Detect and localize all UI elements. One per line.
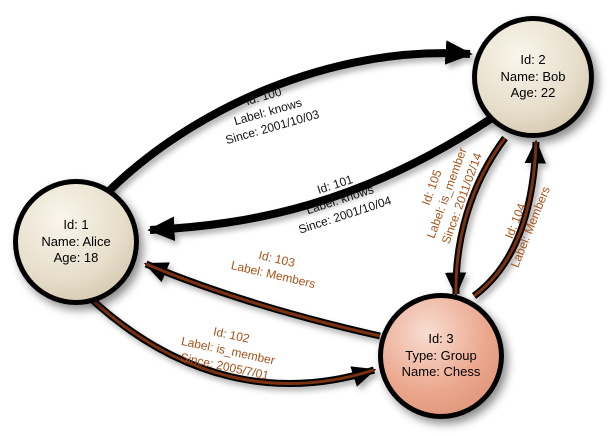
node-bob-id: Id: 2 bbox=[520, 51, 546, 67]
node-alice-age: Age: 18 bbox=[53, 250, 99, 266]
node-alice-name: Name: Alice bbox=[41, 233, 111, 249]
edge-100-knows bbox=[103, 40, 473, 197]
edge-103-members bbox=[145, 262, 381, 338]
edge-101-knows bbox=[147, 114, 495, 241]
node-group: Id: 3 Type: Group Name: Chess bbox=[378, 293, 504, 419]
edge-102-is-member bbox=[86, 294, 375, 385]
edge-104-members bbox=[473, 141, 538, 298]
node-alice-id: Id: 1 bbox=[63, 216, 89, 232]
node-bob: Id: 2 Name: Bob Age: 22 bbox=[472, 16, 594, 138]
node-group-type: Type: Group bbox=[405, 347, 477, 363]
node-group-name: Name: Chess bbox=[401, 364, 481, 380]
node-bob-age: Age: 22 bbox=[510, 85, 556, 101]
node-group-id: Id: 3 bbox=[428, 330, 454, 346]
node-alice: Id: 1 Name: Alice Age: 18 bbox=[13, 179, 139, 305]
edge-105-is-member bbox=[454, 137, 507, 295]
node-bob-name: Name: Bob bbox=[500, 68, 566, 84]
